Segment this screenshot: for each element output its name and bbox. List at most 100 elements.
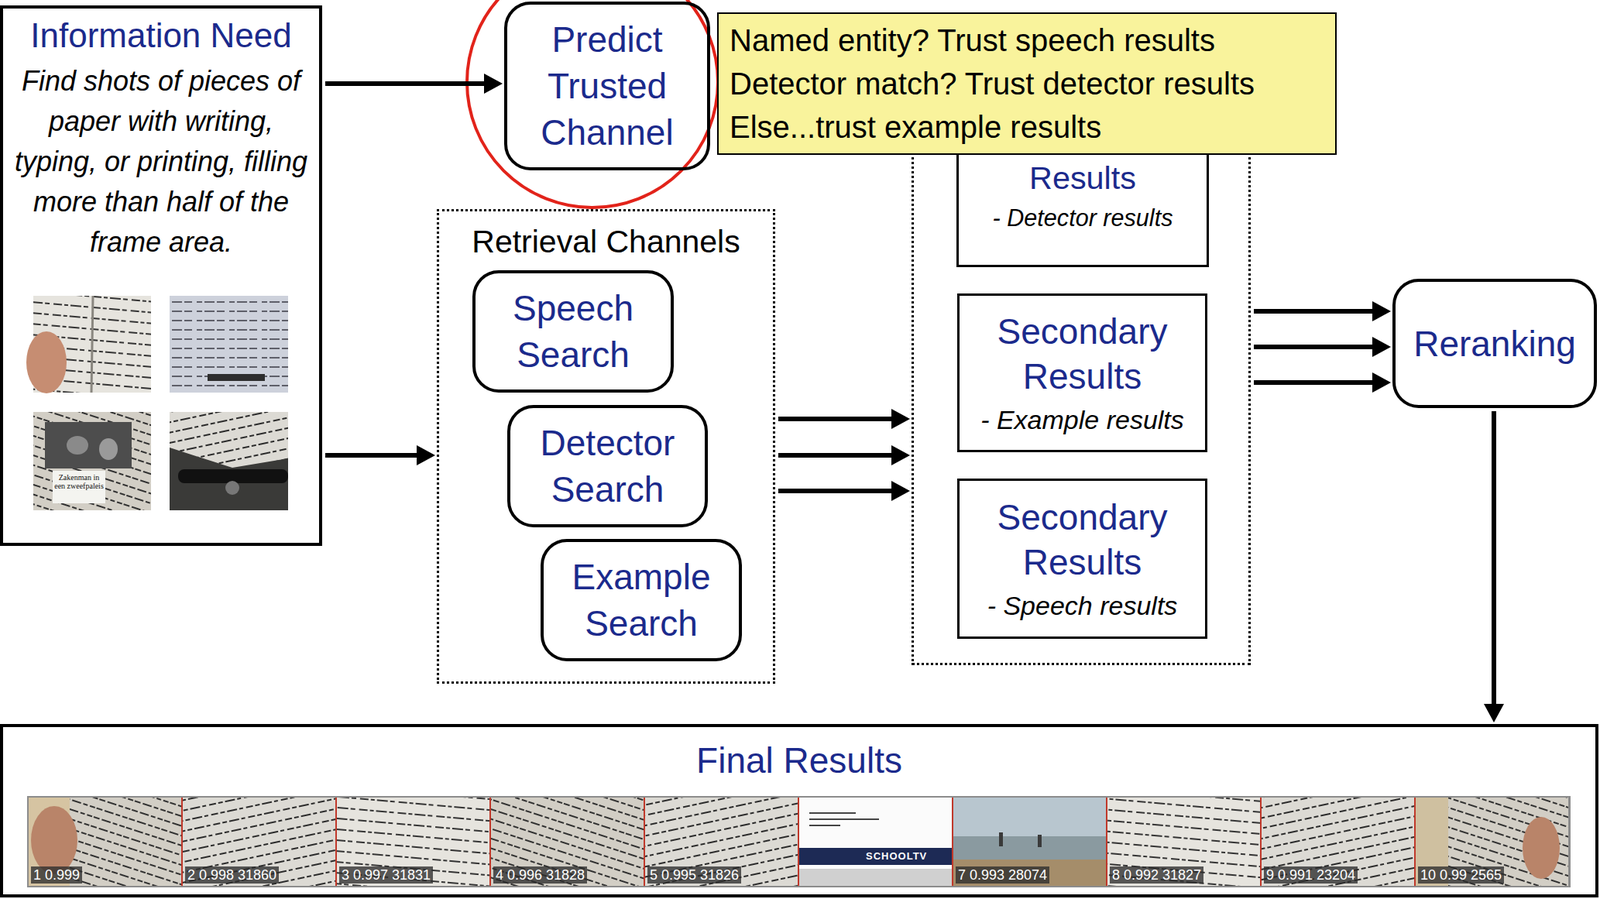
arrowhead <box>1372 336 1391 358</box>
arrow-connector <box>1253 336 1391 358</box>
process-box: Reranking <box>1392 278 1597 409</box>
arrowhead <box>1372 372 1391 393</box>
thumbnail <box>1415 797 1569 886</box>
thumbnail <box>490 797 644 886</box>
thumbnail-caption: 2 0.998 31860 <box>185 866 279 884</box>
arrow-connector <box>325 445 436 466</box>
thumbnail-newspaper <box>33 412 152 511</box>
connector-line <box>1253 344 1374 350</box>
figure <box>1037 834 1042 848</box>
arrow-connector <box>325 73 503 94</box>
thumbnail-caption: 1 0.999 <box>30 866 83 884</box>
box-label: Secondary Results <box>959 309 1206 399</box>
thumbnail-sand <box>953 859 1106 886</box>
result-strip <box>27 796 1571 888</box>
thumbnail <box>799 797 952 886</box>
connector-line <box>1491 411 1497 706</box>
callout-note: Named entity? Trust speech resultsDetect… <box>717 12 1337 155</box>
connector-line <box>778 416 893 422</box>
arrow-connector <box>778 445 910 466</box>
process-box: Example Search <box>540 539 742 662</box>
information-need-box: Information NeedFind shots of pieces of … <box>0 5 323 546</box>
connector-line <box>1253 380 1374 385</box>
thumbnail <box>69 797 182 886</box>
thumbnail <box>182 797 336 886</box>
box-label: Example Search <box>543 553 739 647</box>
thumbnail <box>28 797 182 886</box>
logo-band <box>799 848 952 866</box>
typewriter-paper <box>169 412 289 468</box>
arrowhead <box>1483 703 1504 723</box>
note-line: Detector match? Trust detector results <box>729 61 1255 106</box>
highlight-circle <box>466 0 718 208</box>
box-label: Reranking <box>1413 320 1576 368</box>
box-label: Detector Search <box>510 419 705 513</box>
arrow-connector <box>1483 411 1504 723</box>
thumbnail <box>645 797 798 886</box>
hand <box>30 806 78 875</box>
box-title: Information Need <box>30 14 292 57</box>
screen-text <box>809 813 879 826</box>
box-label: Speech Search <box>475 284 671 378</box>
arrowhead <box>484 73 503 94</box>
figure <box>999 832 1003 847</box>
arrowhead <box>891 480 910 502</box>
thumbnail-caption: 10 0.99 2565 <box>1418 866 1504 884</box>
thumbnail-caption: 8 0.992 31827 <box>1109 866 1204 884</box>
thumbnail-caption: 9 0.991 23204 <box>1263 866 1358 884</box>
connector-line <box>325 453 419 458</box>
box-sublabel: - Example results <box>980 401 1185 438</box>
box-label: Results <box>1029 157 1137 199</box>
arrow-connector <box>778 408 910 430</box>
group-box: Retrieval ChannelsSpeech SearchDetector … <box>436 209 776 684</box>
photo-figure <box>66 436 89 455</box>
arrow-connector <box>1253 372 1391 393</box>
hand <box>1522 817 1560 879</box>
group-box: Results- Detector resultsSecondary Resul… <box>911 116 1251 666</box>
box-sublabel: - Speech results <box>987 587 1178 624</box>
thumbnail-caption: 5 0.995 31826 <box>647 866 742 884</box>
thumbnail-separators <box>181 797 1415 886</box>
image-text: Zakenman in een zweefpaleis <box>54 473 104 491</box>
thumbnail-caption: 4 0.996 31828 <box>493 866 588 884</box>
subtitle-bar <box>207 374 265 382</box>
page-fold <box>91 295 93 393</box>
thumbnail-sky <box>953 797 1106 837</box>
headline-patch <box>52 470 106 504</box>
photo-figure <box>99 438 118 461</box>
arrowhead <box>416 445 436 466</box>
panel-title: Final Results <box>696 739 903 782</box>
thumbnail <box>336 797 490 886</box>
thumbnail-caption: 3 0.997 31831 <box>339 866 433 884</box>
note-line: Named entity? Trust speech results <box>729 18 1216 62</box>
hand <box>26 331 67 394</box>
box-label: Secondary Results <box>959 494 1206 585</box>
result-box: Secondary Results- Speech results <box>957 478 1208 639</box>
box-sublabel: - Detector results <box>992 202 1174 234</box>
arrowhead <box>891 408 910 430</box>
thumbnail-sea <box>953 836 1106 860</box>
result-box: Secondary Results- Example results <box>957 293 1208 453</box>
strip-frame <box>27 796 1571 888</box>
thumbnail <box>1107 797 1261 886</box>
process-box: Detector Search <box>507 405 708 528</box>
newspaper-photo <box>44 422 132 469</box>
box-label: Predict Trusted Channel <box>507 16 708 156</box>
group-title: Retrieval Channels <box>471 222 740 261</box>
screen-footer <box>799 868 952 886</box>
note-line: Else...trust example results <box>729 105 1102 149</box>
arrowhead <box>1372 301 1391 322</box>
process-box: Speech Search <box>472 270 674 393</box>
query-thumbnails <box>26 295 289 511</box>
box-description: Find shots of pieces of paper with writi… <box>3 61 320 263</box>
connector-line <box>778 453 893 458</box>
arrow-connector <box>778 480 910 502</box>
typewriter-knob <box>225 480 240 495</box>
process-box: Predict Trusted Channel <box>504 1 711 171</box>
thumbnail <box>1261 797 1415 886</box>
thumbnail-caption: 7 0.993 28074 <box>955 866 1050 884</box>
thumbnail-typewriter <box>169 412 289 511</box>
thumbnail-typed-sheet <box>169 295 289 393</box>
connector-line <box>325 81 486 86</box>
